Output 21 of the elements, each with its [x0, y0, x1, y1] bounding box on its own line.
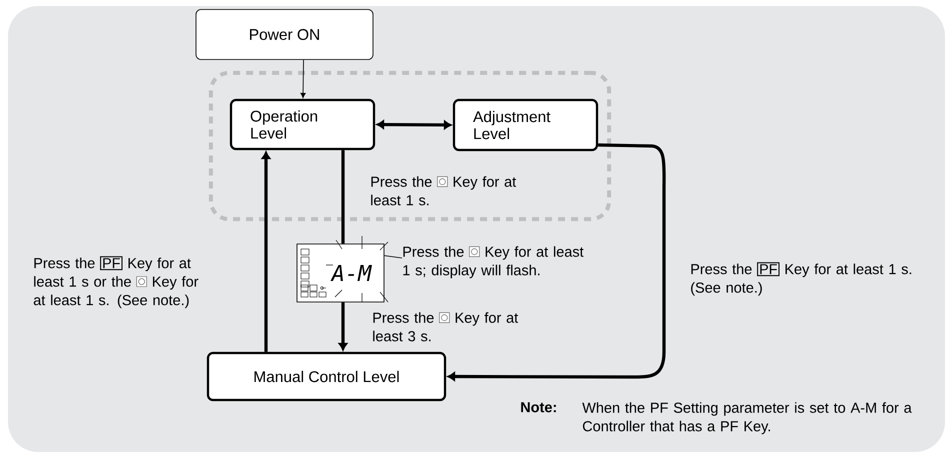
level-box: Operation Level — [230, 98, 376, 150]
arrow — [338, 302, 348, 350]
note-label: Note: — [521, 402, 556, 412]
arrow — [448, 143, 666, 381]
level-box: Adjustment Level — [452, 98, 598, 152]
pf-key: PF — [100, 256, 123, 270]
arrow — [262, 152, 270, 352]
arrow — [376, 120, 452, 130]
pf-key: PF — [756, 262, 780, 276]
instruction-text: Press the PF Key for at least 1 s. (See note.) — [691, 262, 912, 296]
leader-line — [384, 255, 402, 258]
instruction-text: Press the Key for at least 3 s. — [373, 312, 518, 342]
arrow — [300, 60, 306, 98]
instruction-text: Press the PF Key for at least 1 s or the Key for at least 1 s. (See note.) — [34, 256, 198, 308]
level-box: Manual Control Level — [206, 352, 446, 402]
group-box — [208, 70, 612, 222]
start-box: Power ON — [196, 9, 374, 60]
display-drawing: A-M — [296, 244, 384, 302]
note-text: When the PF Setting parameter is set to A-M for a Controller that has a PF Key. — [582, 402, 912, 434]
callout-text: Press the Key for at least 1 s; display will flash. — [403, 246, 584, 278]
instruction-text: Press the Key for at least 1 s. — [371, 176, 516, 206]
